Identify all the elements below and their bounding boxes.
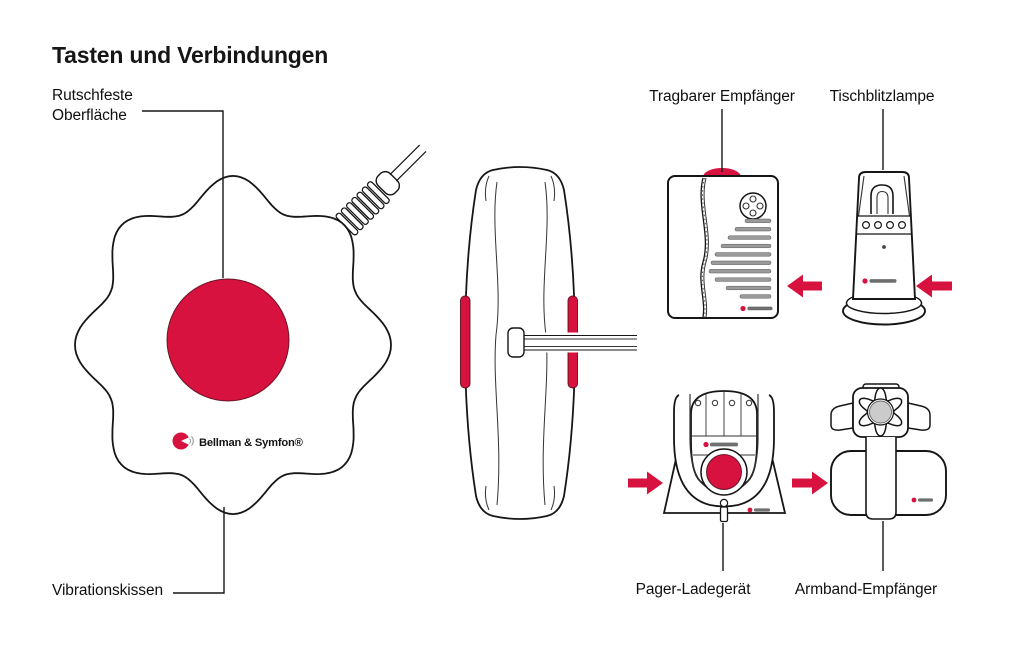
pager-panel-lines [705, 392, 742, 436]
brand-logo-small [740, 305, 773, 312]
surface-callout-line [142, 110, 224, 278]
side-red-button-left [460, 295, 471, 389]
watch-lug-left [830, 402, 854, 431]
flash-lamp-label: Tischblitzlampe [829, 88, 935, 105]
cushion-callout-line [173, 507, 225, 594]
receiver-seam [700, 177, 707, 318]
cable-rib [351, 196, 375, 220]
seam-detail [484, 175, 490, 202]
cable-rib [356, 191, 380, 215]
grille-slat [714, 252, 772, 257]
grille-slat [734, 227, 772, 232]
table-flash-lamp [842, 109, 952, 326]
pad-cable [335, 144, 427, 236]
surface-label-line1: Rutschfeste [52, 87, 133, 104]
lamp-body [852, 171, 916, 300]
lamp-control-band [857, 215, 911, 235]
brand-logo-small [862, 278, 897, 284]
cable-wire [389, 144, 421, 176]
surface-label-line2: Oberfläche [52, 107, 127, 124]
seam-detail [484, 485, 490, 511]
vibration-pad-top-view: Bellman & Symfon® [74, 110, 427, 594]
wristband-receiver [792, 383, 947, 571]
portable-receiver [667, 109, 822, 319]
side-seam-left [494, 181, 500, 506]
page-title: Tasten und Verbindungen [52, 42, 329, 68]
flash-tube-icon [870, 184, 894, 214]
soundwave-icon [191, 436, 194, 446]
pager-vent-holes [694, 399, 753, 407]
arrow-right-icon [628, 471, 663, 495]
receiver-seam [703, 177, 709, 318]
cushion-callout-label: Vibrationskissen [52, 582, 163, 599]
grille-slat [739, 294, 772, 299]
cable-rib [340, 207, 364, 231]
lamp-buttons [861, 221, 906, 230]
seam-detail [550, 485, 556, 511]
brand-logo: Bellman & Symfon® [172, 432, 304, 450]
watch-gray-dial [869, 400, 892, 424]
brand-logo-text: Bellman & Symfon® [199, 437, 304, 449]
wrist-strap [865, 437, 897, 520]
soundwave-icon [189, 438, 192, 444]
arrow-left-icon [787, 274, 822, 298]
brand-logo-small [703, 441, 738, 448]
grille-slat [720, 243, 772, 249]
surface-callout-label: Rutschfeste Oberfläche [52, 86, 133, 126]
grille-slat [727, 235, 772, 240]
pager-red-button [706, 454, 742, 490]
seam-detail [550, 175, 556, 202]
cable-collar [375, 170, 401, 196]
charger-connector [719, 506, 729, 523]
grille-slat [725, 285, 772, 291]
lamp-dome-lines [857, 175, 911, 217]
pad-red-button [166, 278, 290, 402]
brand-logo-small [911, 497, 933, 503]
indicator-led [882, 245, 886, 249]
pager-charger-label: Pager-Ladegerät [635, 581, 751, 598]
arrow-right-icon [792, 471, 828, 495]
speaker-icon [739, 192, 767, 220]
pager-charger [628, 390, 787, 571]
speaker-logo-cutout [181, 433, 197, 449]
cable-strain-relief [335, 181, 390, 236]
arrow-left-icon [916, 274, 952, 298]
grille-slat [710, 260, 772, 265]
cable-rib [361, 186, 385, 210]
brand-logo-small [747, 507, 770, 513]
cable-mask [512, 332, 638, 353]
cable-wire [395, 150, 427, 182]
speaker-grille [708, 218, 772, 299]
cable-rib [366, 181, 390, 205]
watch-lug-right [907, 402, 931, 431]
grille-slat [714, 277, 772, 282]
cable-rib [345, 202, 369, 226]
portable-receiver-label: Tragbarer Empfänger [649, 88, 795, 105]
grille-slat [744, 218, 772, 223]
side-cable-plug [507, 327, 525, 358]
pager-bottom-hole [719, 498, 729, 508]
grille-slat [708, 269, 772, 274]
vibration-pad-side-view [460, 166, 638, 520]
wristband-receiver-label: Armband-Empfänger [794, 581, 938, 598]
